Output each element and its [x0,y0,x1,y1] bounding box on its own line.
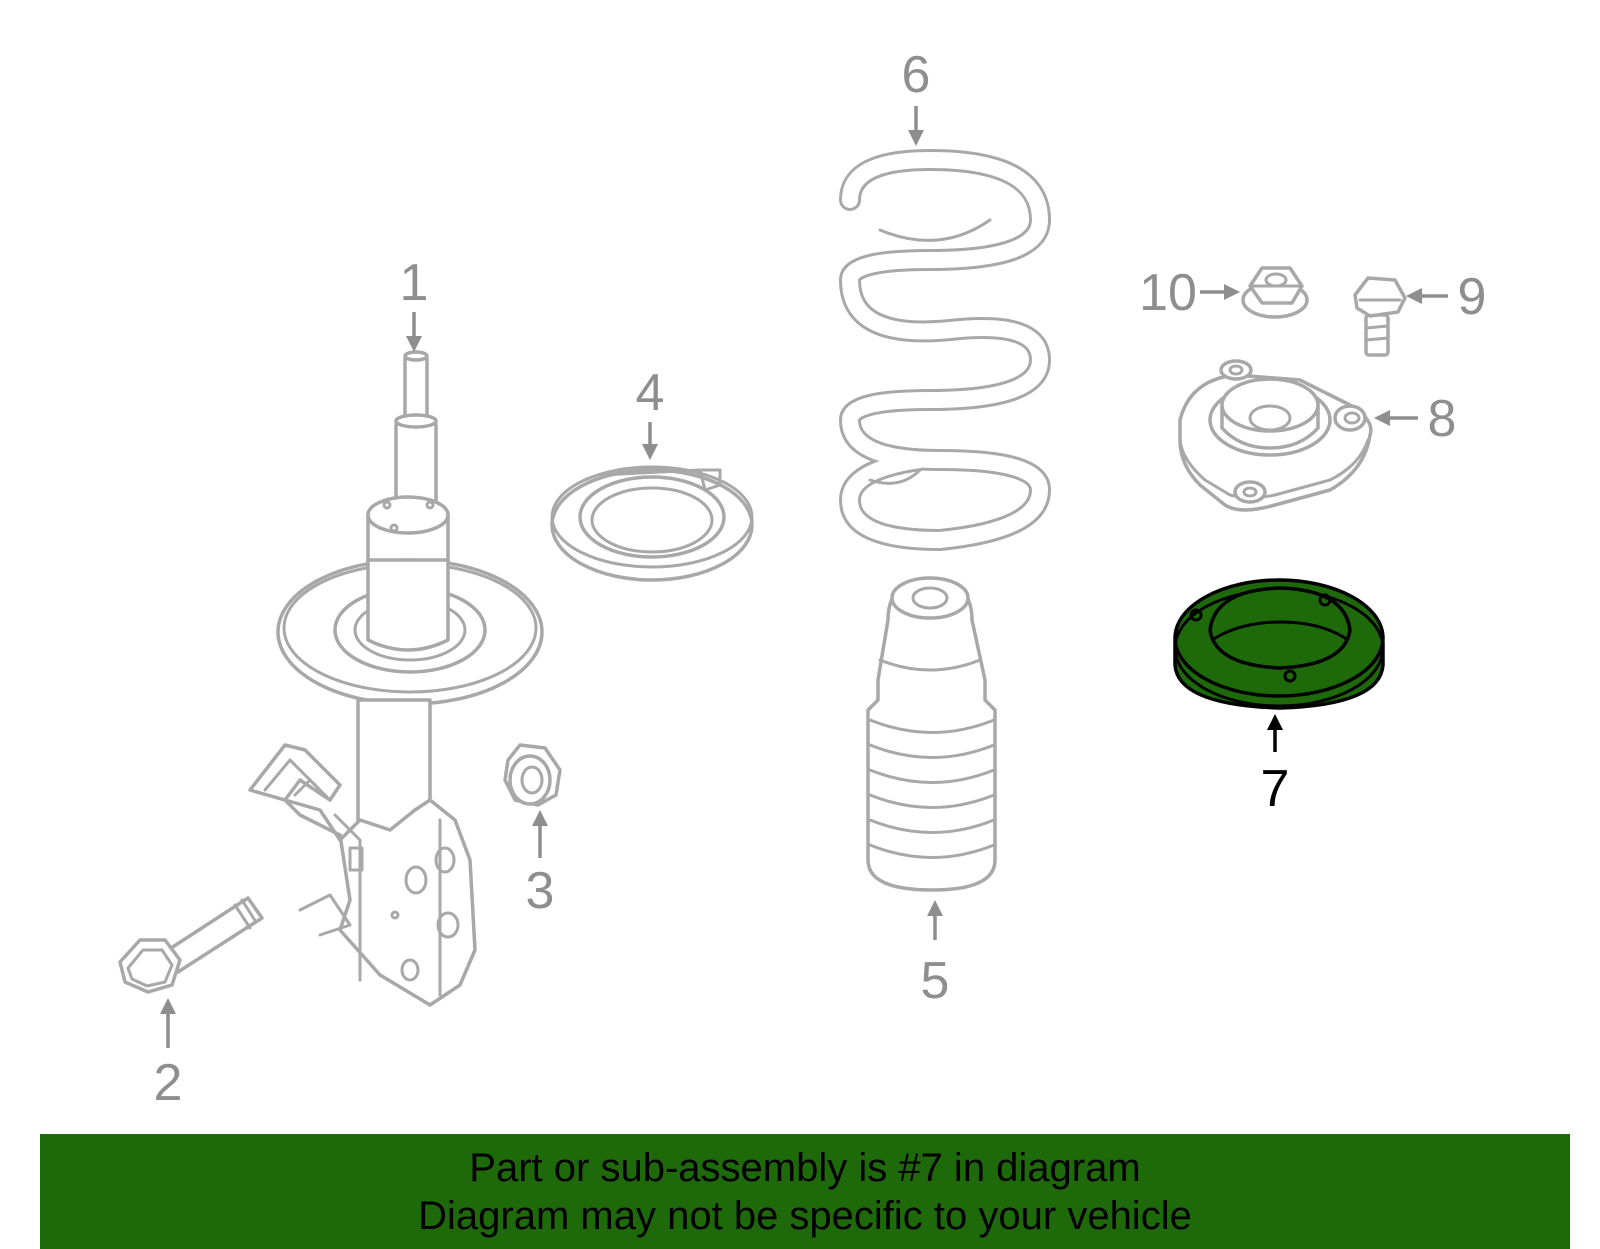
callout-arrow-8 [1374,410,1418,426]
callout-label-1: 1 [400,254,429,312]
callout-arrow-5 [927,900,943,940]
callout-label-2: 2 [154,1054,183,1112]
nut-part-10[interactable] [1241,266,1309,319]
callout-arrow-6 [908,106,924,146]
spring-seat-part-7[interactable] [1173,578,1385,710]
spring-insulator-part-4[interactable] [550,465,754,582]
callout-label-4: 4 [636,364,665,422]
callout-label-8: 8 [1428,390,1457,448]
callout-label-5: 5 [921,952,950,1010]
strut-assembly[interactable] [248,350,544,1007]
banner-line-2: Diagram may not be specific to your vehi… [418,1194,1192,1238]
callout-arrow-9 [1406,288,1448,304]
callout-label-6: 6 [902,46,931,104]
bolt-part-9[interactable] [1353,276,1407,357]
callout-arrow-1 [406,312,422,352]
callout-label-10: 10 [1139,264,1197,322]
callout-arrow-3 [532,810,548,858]
info-banner: Part or sub-assembly is #7 in diagram Di… [40,1134,1570,1249]
callout-arrow-10 [1200,284,1240,300]
parts-diagram: 1 2 3 4 5 6 7 8 9 10 [118,46,1487,1112]
callout-arrow-2 [160,998,176,1048]
callout-label-7: 7 [1261,760,1290,818]
bolt-part-2[interactable] [118,896,264,994]
callout-label-9: 9 [1458,268,1487,326]
dust-boot-part-5[interactable] [866,576,997,892]
callout-label-3: 3 [526,862,555,920]
strut-mount-part-8[interactable] [1178,359,1373,512]
callout-arrow-7 [1267,714,1283,752]
banner-line-1: Part or sub-assembly is #7 in diagram [469,1146,1141,1190]
nut-part-3[interactable] [503,743,562,807]
coil-spring-part-6[interactable] [839,149,1051,551]
callout-arrow-4 [642,422,658,460]
